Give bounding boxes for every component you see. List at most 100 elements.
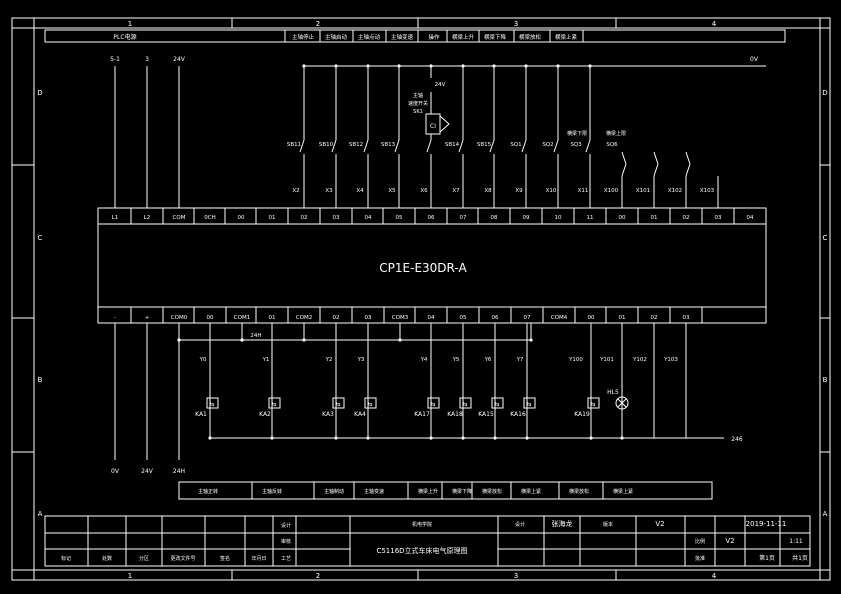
relay-label: KA17 bbox=[414, 411, 430, 418]
title-date: 2019-11-11 bbox=[746, 520, 787, 528]
switch-contact bbox=[299, 139, 305, 153]
power-top-label: 24V bbox=[173, 56, 186, 63]
bottom-function: 主轴变速 bbox=[364, 488, 384, 495]
header-function: 横梁放松 bbox=[519, 33, 542, 41]
power-bottom-label: 0V bbox=[111, 468, 120, 475]
top-terminal: 04 bbox=[365, 215, 372, 221]
title-row-label: 年月日 bbox=[251, 555, 266, 562]
zone-letter: A bbox=[38, 510, 43, 518]
function-strip bbox=[178, 481, 713, 500]
title-row-label: 签名 bbox=[220, 555, 230, 562]
output-address: Y0 bbox=[199, 357, 207, 363]
spare-input-stub bbox=[653, 151, 659, 165]
title-version-2: V2 bbox=[725, 537, 734, 545]
selector-label: SK1 bbox=[413, 109, 423, 115]
selector-symbol: CI bbox=[430, 123, 436, 130]
switch-contact bbox=[489, 139, 495, 153]
bottom-terminal: 06 bbox=[492, 315, 499, 321]
relay-label: KA18 bbox=[447, 411, 463, 418]
input-address: X9 bbox=[515, 188, 523, 194]
relay-label: KA2 bbox=[259, 411, 271, 418]
junction-dot bbox=[177, 338, 181, 342]
header-strip bbox=[44, 29, 786, 43]
top-terminal: 09 bbox=[523, 215, 530, 221]
relay-label: KA16 bbox=[510, 411, 526, 418]
junction-dot bbox=[208, 436, 212, 440]
bottom-function: 主轴正转 bbox=[198, 488, 218, 495]
top-terminal: 00 bbox=[238, 215, 245, 221]
relay-coil bbox=[427, 397, 440, 409]
input-address: X8 bbox=[484, 188, 492, 194]
title-block bbox=[44, 515, 811, 567]
relay-coil bbox=[491, 397, 504, 409]
output-address: Y103 bbox=[663, 357, 678, 363]
top-terminal: 03 bbox=[333, 215, 340, 221]
bottom-function: 横梁上升 bbox=[418, 488, 438, 495]
title-cell: 审核 bbox=[281, 538, 291, 545]
input-switch-label: SQ2 bbox=[542, 142, 553, 148]
title-total: 共1页 bbox=[792, 554, 808, 562]
spare-input-stub bbox=[621, 163, 627, 177]
output-address: Y102 bbox=[632, 357, 647, 363]
input-address: X7 bbox=[452, 188, 460, 194]
title-row-label: 标记 bbox=[61, 555, 71, 562]
switch-contact bbox=[426, 139, 432, 153]
top-terminal: 01 bbox=[651, 215, 658, 221]
input-switch-label: SB10 bbox=[319, 142, 334, 148]
junction-dot bbox=[620, 436, 624, 440]
top-terminal: 11 bbox=[587, 215, 594, 221]
bottom-terminal: 02 bbox=[651, 315, 658, 321]
top-terminal: COM bbox=[173, 215, 186, 221]
input-switch-label: SB14 bbox=[445, 142, 460, 148]
rail-0v-label: 0V bbox=[750, 56, 759, 63]
relay-coil bbox=[268, 397, 281, 409]
input-address: X4 bbox=[356, 188, 364, 194]
input-address: X2 bbox=[292, 188, 299, 194]
title-cell: 批准 bbox=[695, 555, 705, 562]
title-row-label: 处数 bbox=[102, 555, 112, 562]
relay-symbol: ⇆ bbox=[335, 401, 340, 408]
relay-symbol: ⇆ bbox=[430, 401, 435, 408]
zone-letter: B bbox=[823, 376, 828, 384]
switch-contact bbox=[553, 139, 559, 153]
bottom-function: 主轴制动 bbox=[324, 488, 344, 495]
header-function: 横梁下降 bbox=[484, 33, 507, 41]
junction-dot bbox=[398, 338, 402, 342]
zone-letter: D bbox=[822, 89, 827, 97]
input-address: X6 bbox=[420, 188, 428, 194]
header-title: PLC电源 bbox=[113, 33, 136, 41]
zone-letter: C bbox=[38, 234, 43, 242]
relay-coil bbox=[459, 397, 472, 409]
input-address: X103 bbox=[700, 188, 715, 194]
bottom-terminal: COM0 bbox=[171, 315, 188, 321]
bottom-terminal: 03 bbox=[365, 315, 372, 321]
bottom-terminal: 05 bbox=[460, 315, 467, 321]
header-function: 横梁上升 bbox=[452, 33, 475, 41]
relay-coil bbox=[523, 397, 536, 409]
junction-dot bbox=[334, 436, 338, 440]
junction-dot bbox=[589, 436, 593, 440]
output-address: Y2 bbox=[325, 357, 333, 363]
input-address: X5 bbox=[388, 188, 396, 194]
plc-body bbox=[97, 207, 767, 324]
top-terminal: 05 bbox=[396, 215, 403, 221]
zone-number: 4 bbox=[712, 20, 717, 28]
input-address: X11 bbox=[578, 188, 589, 194]
relay-symbol: ⇆ bbox=[590, 401, 595, 408]
top-terminal: 04 bbox=[747, 215, 754, 221]
top-terminal: L1 bbox=[112, 215, 119, 221]
bottom-function: 横梁下降 bbox=[452, 488, 472, 495]
title-page: 第1页 bbox=[759, 554, 775, 562]
junction-dot bbox=[302, 338, 306, 342]
output-address: Y3 bbox=[357, 357, 365, 363]
bottom-terminal: COM1 bbox=[234, 315, 250, 321]
top-terminal: 07 bbox=[460, 215, 467, 221]
relay-symbol: ⇆ bbox=[271, 401, 276, 408]
bottom-function: 横梁放松 bbox=[482, 488, 502, 495]
junction-dot bbox=[270, 436, 274, 440]
header-function: 横梁上紧 bbox=[555, 33, 578, 41]
zone-letter: D bbox=[37, 89, 42, 97]
sq3-note: 横梁下限 bbox=[567, 130, 587, 137]
output-address: Y7 bbox=[516, 357, 524, 363]
title-cell: 比例 bbox=[695, 538, 705, 545]
